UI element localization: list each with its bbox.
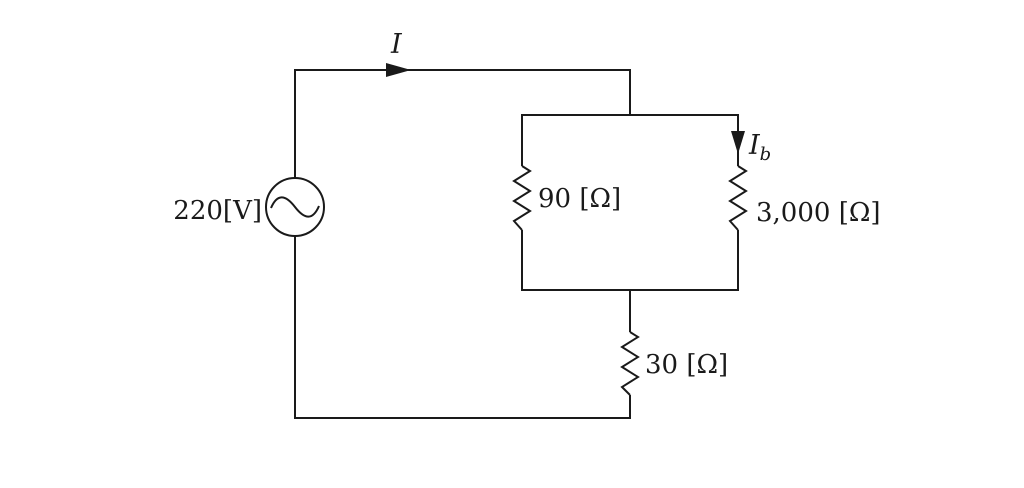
- current-arrow-branch: [731, 131, 745, 154]
- current-label-branch-subscript: b: [760, 144, 772, 165]
- resistor-30-ohm: [620, 331, 640, 396]
- wire-bottom: [294, 236, 631, 419]
- resistor-3000-ohm-label: 3,000 [Ω]: [756, 198, 881, 228]
- resistor-90-ohm-label: 90 [Ω]: [538, 184, 621, 214]
- current-label-branch: Ib: [748, 130, 771, 165]
- wire-top: [294, 69, 631, 178]
- wire-parallel-top: [521, 114, 739, 166]
- ac-source: [265, 177, 325, 237]
- current-label-branch-symbol: I: [748, 130, 761, 161]
- current-label-main: I: [390, 29, 403, 60]
- resistor-30-ohm-label: 30 [Ω]: [645, 350, 728, 380]
- sine-wave-icon: [270, 196, 320, 218]
- ac-source-circle: [265, 177, 325, 237]
- resistor-3000-ohm: [728, 165, 748, 231]
- current-arrow-main: [386, 63, 411, 77]
- source-label: 220[V]: [173, 196, 262, 226]
- resistor-90-ohm: [512, 165, 532, 231]
- wire-parallel-bottom: [521, 230, 739, 291]
